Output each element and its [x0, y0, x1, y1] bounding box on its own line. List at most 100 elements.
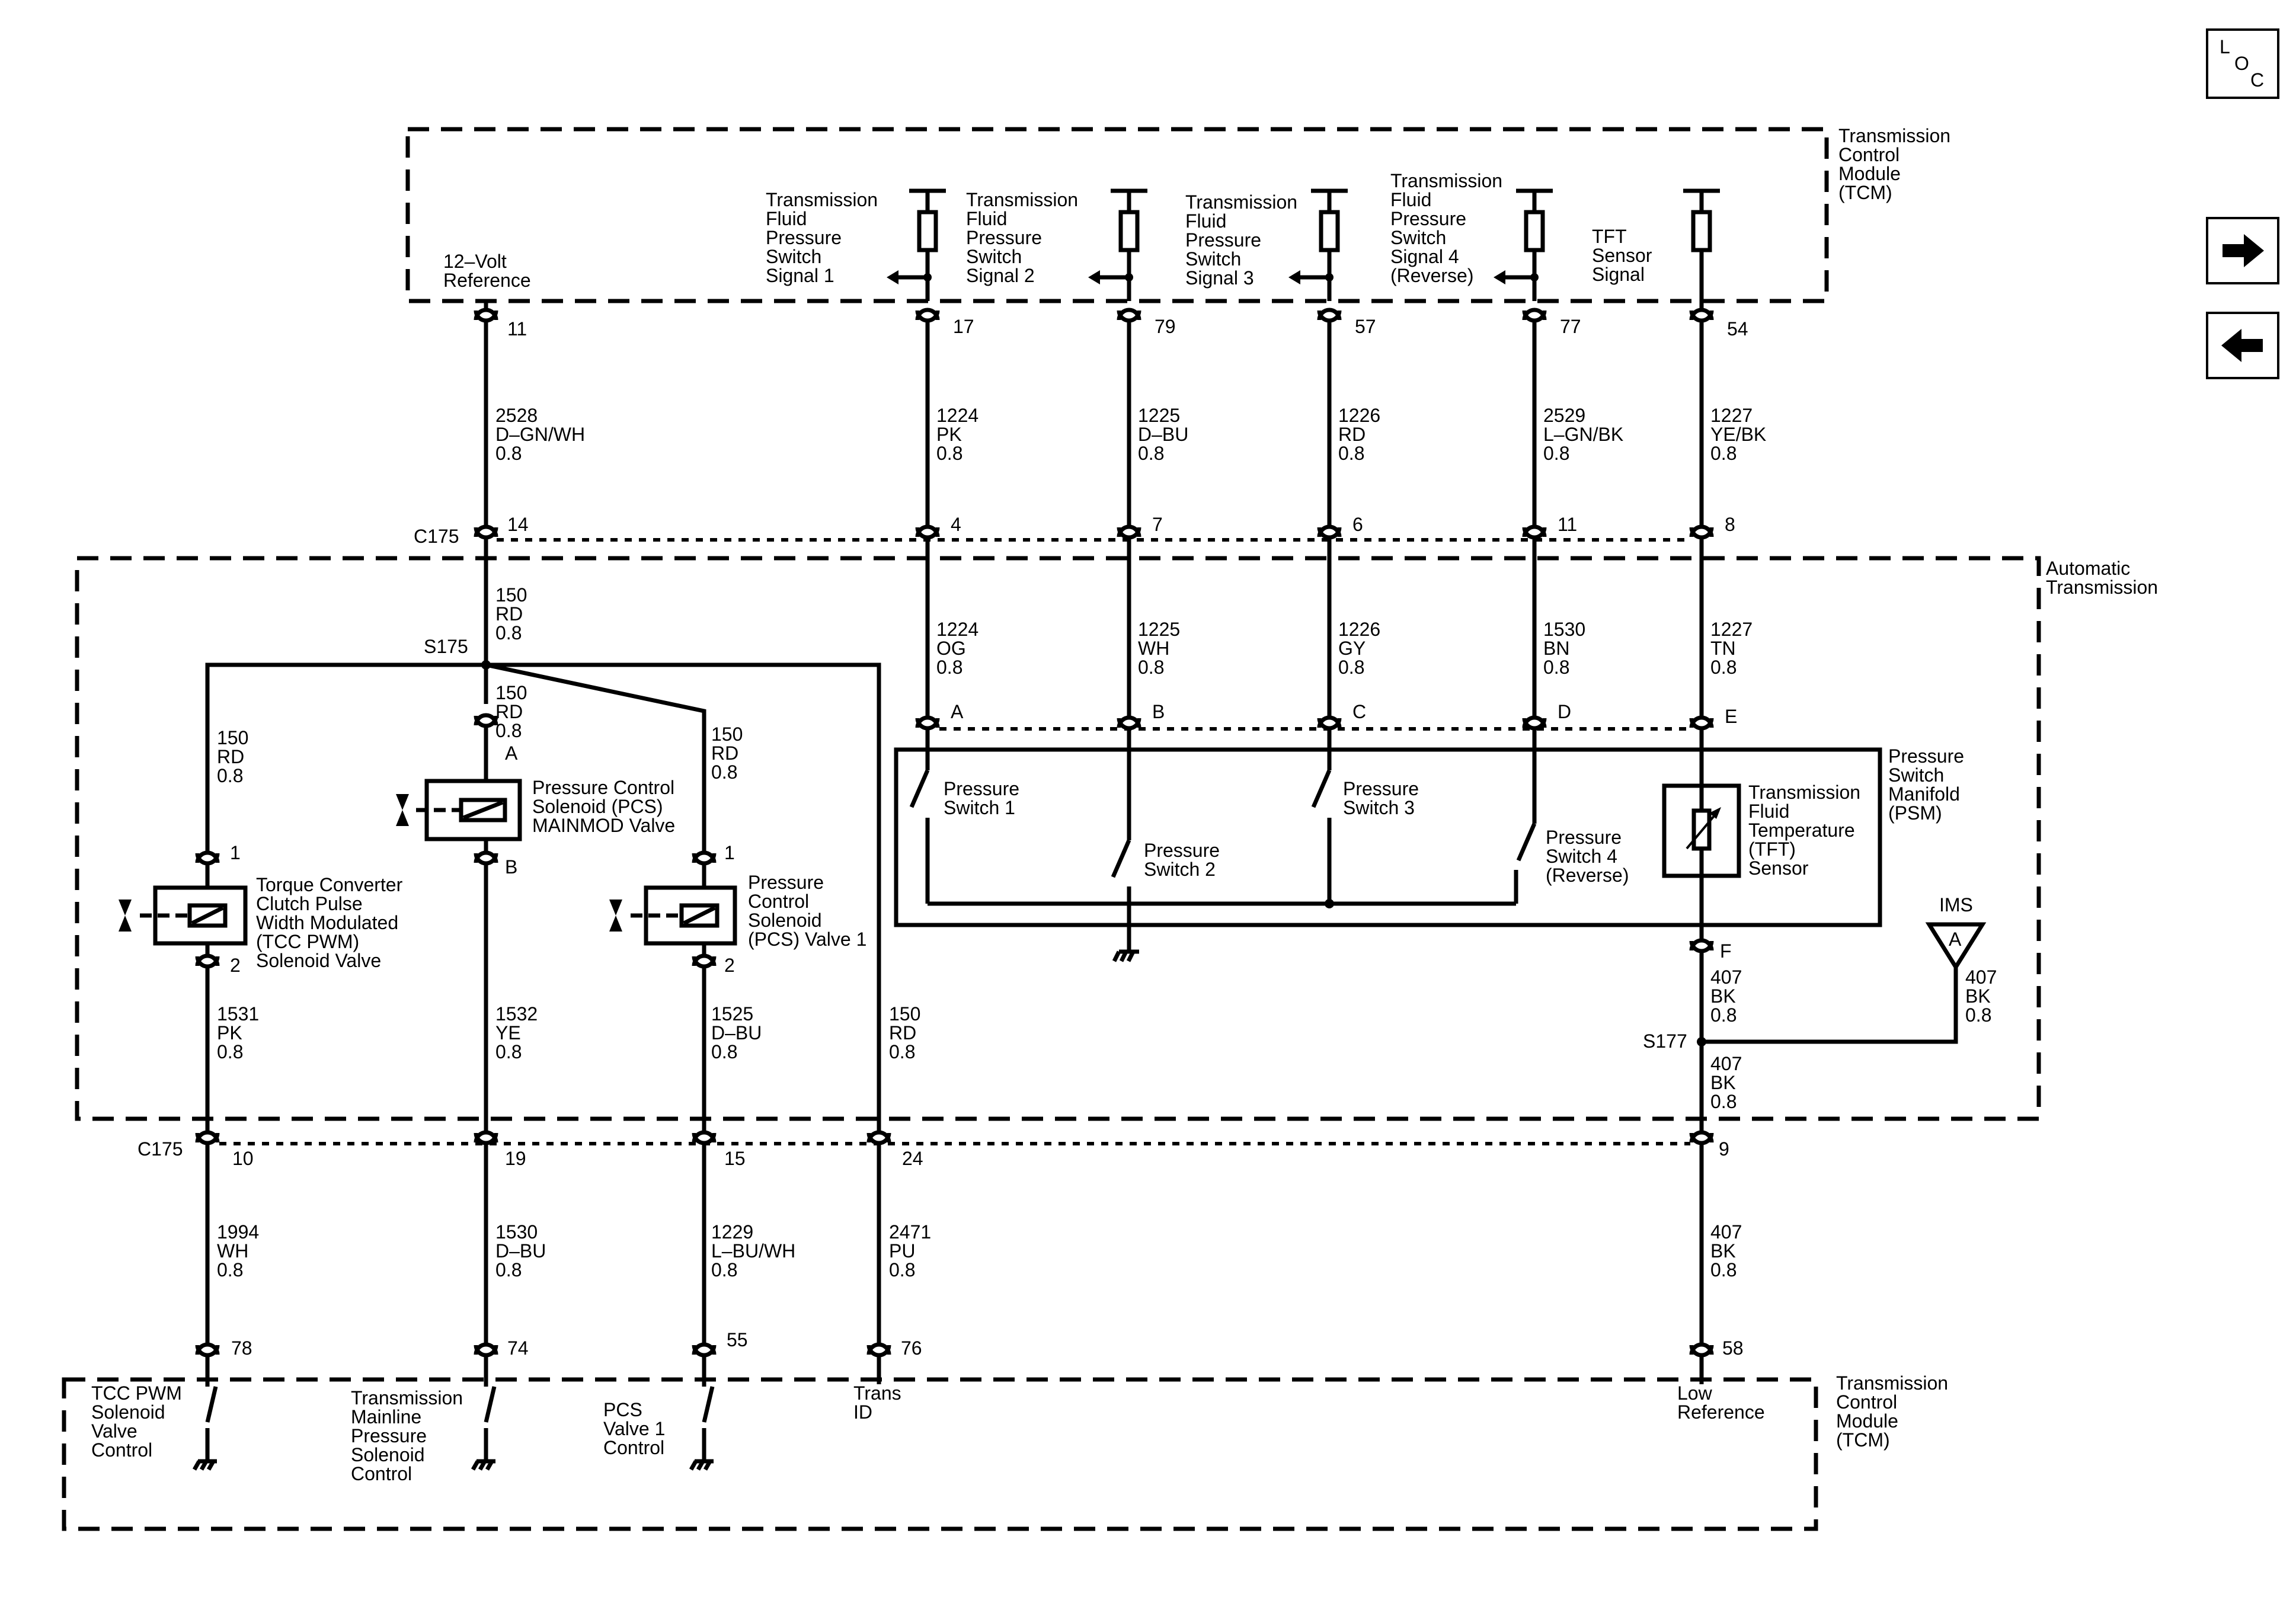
automatic-transmission-label: Automatic Transmission [2046, 558, 2158, 598]
svg-text:Fluid: Fluid [966, 208, 1007, 229]
ims-label: IMS [1939, 894, 1973, 916]
wire-1227-tn: 1227 TN 0.8 [1710, 619, 1753, 678]
c175-top-connector-pins [474, 524, 1714, 540]
tcc-solenoid-label: Torque Converter Clutch Pulse Width Modu… [256, 874, 403, 971]
svg-text:Transmission: Transmission [1838, 125, 1950, 146]
mainmod-pin-b: B [505, 856, 517, 878]
label-tcc-pwm-control: TCC PWM Solenoid Valve Control [91, 1382, 182, 1461]
svg-text:Control: Control [351, 1463, 412, 1484]
svg-text:(PCS) Valve 1: (PCS) Valve 1 [748, 929, 866, 950]
svg-text:0.8: 0.8 [495, 1041, 522, 1062]
svg-text:(Reverse): (Reverse) [1546, 865, 1629, 886]
svg-text:WH: WH [1138, 638, 1169, 659]
wire-1225-wh: 1225 WH 0.8 [1138, 619, 1180, 678]
svg-text:0.8: 0.8 [217, 1041, 243, 1062]
svg-text:Pressure: Pressure [944, 778, 1019, 799]
svg-text:150: 150 [889, 1003, 920, 1025]
svg-text:1229: 1229 [711, 1221, 753, 1243]
tcm-pin-78: 78 [231, 1337, 252, 1359]
svg-text:0.8: 0.8 [1138, 657, 1164, 678]
svg-text:YE/BK: YE/BK [1710, 424, 1766, 445]
tcm-signal-circuit-54 [1683, 188, 1720, 301]
svg-text:RD: RD [1338, 424, 1366, 445]
loc-button[interactable]: L O C [2206, 28, 2279, 99]
svg-text:1224: 1224 [936, 619, 978, 640]
ims-pin-a: A [1949, 929, 1962, 950]
svg-text:1525: 1525 [711, 1003, 753, 1025]
svg-text:Pressure: Pressure [1888, 745, 1964, 767]
pressure-switch-2 [1111, 728, 1131, 952]
svg-text:Transmission: Transmission [1390, 170, 1502, 191]
svg-text:1224: 1224 [936, 405, 978, 426]
ps3-label: Pressure Switch 3 [1343, 778, 1419, 818]
tcm-pin-79: 79 [1155, 316, 1176, 337]
wire-1531: 1531 PK 0.8 [217, 1003, 259, 1062]
pcs1-label: Pressure Control Solenoid (PCS) Valve 1 [748, 872, 866, 950]
psm-inner-wire-segments [925, 537, 1704, 718]
svg-text:Transmission: Transmission [1748, 782, 1860, 803]
psm-connector-pins [915, 715, 1714, 731]
automatic-transmission-box [75, 556, 2041, 1121]
pcs1-pin-2: 2 [724, 955, 735, 976]
svg-text:Reference: Reference [443, 270, 531, 291]
svg-text:0.8: 0.8 [1710, 657, 1737, 678]
psm-pin-f-label: F [1720, 940, 1732, 962]
svg-text:2471: 2471 [889, 1221, 931, 1243]
svg-text:ID: ID [853, 1401, 872, 1423]
svg-text:0.8: 0.8 [1138, 443, 1164, 464]
tcm-bottom-box [62, 1377, 1818, 1531]
svg-text:0.8: 0.8 [1965, 1004, 1991, 1026]
svg-text:0.8: 0.8 [217, 765, 243, 786]
svg-text:0.8: 0.8 [936, 443, 962, 464]
wire-1530-dbu: 1530 D–BU 0.8 [495, 1221, 546, 1281]
pressure-switch-1 [909, 728, 930, 904]
svg-text:Mainline: Mainline [351, 1406, 421, 1427]
psm-pin-c: C [1352, 701, 1366, 722]
svg-text:0.8: 0.8 [1338, 443, 1364, 464]
svg-text:Signal 2: Signal 2 [966, 265, 1035, 286]
svg-text:Pressure: Pressure [1390, 208, 1466, 229]
label-low-reference: Low Reference [1677, 1382, 1765, 1423]
wire-1226-rd: 1226 RD 0.8 [1338, 405, 1380, 464]
wire-1224-pk: 1224 PK 0.8 [936, 405, 978, 464]
wire-2529: 2529 L–GN/BK 0.8 [1543, 405, 1623, 464]
tcm-signal-circuit-79 [1088, 188, 1147, 301]
wire-1227-yebk: 1227 YE/BK 0.8 [1710, 405, 1766, 464]
tcc-pin-2: 2 [230, 955, 241, 976]
tcm-pin-57: 57 [1355, 316, 1376, 337]
loc-letter-l: L [2220, 36, 2230, 57]
svg-text:Pressure: Pressure [351, 1425, 427, 1446]
wire-407-ims: 407 BK 0.8 [1965, 966, 1997, 1026]
svg-text:L–BU/WH: L–BU/WH [711, 1240, 795, 1262]
svg-text:Fluid: Fluid [1185, 210, 1226, 232]
wire-407-above-s177: 407 BK 0.8 [1710, 966, 1742, 1026]
splice-s175-branches [205, 662, 881, 1133]
next-page-button[interactable] [2206, 217, 2279, 284]
svg-text:0.8: 0.8 [1710, 1259, 1737, 1281]
mainmod-pin-a: A [505, 742, 518, 764]
c175-bottom-pin-19: 19 [505, 1148, 526, 1169]
svg-text:0.8: 0.8 [1338, 657, 1364, 678]
psm-pin-a: A [951, 701, 964, 722]
svg-text:Switch 4: Switch 4 [1546, 846, 1617, 867]
prev-page-button[interactable] [2206, 312, 2279, 379]
svg-text:Valve: Valve [91, 1420, 137, 1442]
splice-s177-label: S177 [1643, 1030, 1687, 1052]
svg-text:Low: Low [1677, 1382, 1713, 1404]
svg-text:RD: RD [495, 603, 523, 625]
svg-text:2528: 2528 [495, 405, 538, 426]
svg-text:1225: 1225 [1138, 405, 1180, 426]
svg-text:Switch: Switch [766, 246, 821, 267]
svg-text:Sensor: Sensor [1592, 245, 1652, 266]
svg-text:RD: RD [217, 746, 244, 767]
pcs1-pin-1: 1 [724, 842, 735, 863]
svg-text:YE: YE [495, 1022, 521, 1044]
tcm-pin-55: 55 [727, 1329, 748, 1350]
svg-text:Pressure: Pressure [766, 227, 842, 248]
wire-1225-dbu: 1225 D–BU 0.8 [1138, 405, 1188, 464]
label-pcs-valve-1-control: PCS Valve 1 Control [603, 1399, 665, 1458]
svg-text:1531: 1531 [217, 1003, 259, 1025]
svg-text:0.8: 0.8 [1710, 443, 1737, 464]
wire-2528: 2528 D–GN/WH 0.8 [495, 405, 585, 464]
label-tfps-signal-1: Transmission Fluid Pressure Switch Signa… [766, 189, 878, 286]
